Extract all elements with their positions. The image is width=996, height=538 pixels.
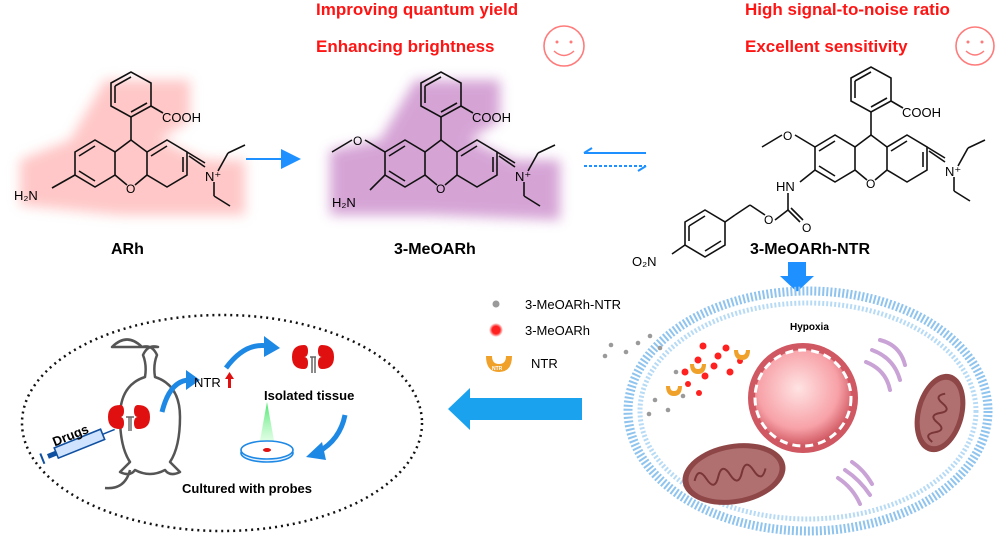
endoplasmic-reticulum [836,338,907,506]
ntr-up-label: NTR [194,375,221,390]
meoarh-o: O [436,182,445,196]
meoarh-methoxy-o: O [353,134,362,148]
arh-nplus: N⁺ [205,169,221,184]
svg-text:NTR: NTR [492,366,503,372]
arh-glow [20,80,245,215]
meoarh-glow [330,80,560,220]
mouse-icon [104,338,182,490]
petri-dish-icon [240,440,294,463]
arh-amine: H₂N [14,188,38,203]
arh-o: O [126,182,135,196]
isolated-kidney-icon [292,345,334,373]
probe-dot-icon [492,300,500,308]
hypoxic-cell: Hypoxia [602,286,993,536]
molecule-arh: COOH O H₂N N⁺ ARh [14,71,246,258]
ntr-label: 3-MeOARh-NTR [750,241,870,258]
mitochondrion-right [914,373,966,453]
cultured-label: Cultured with probes [182,481,312,496]
molecule-meoarh-ntr: COOH O O HN O O N⁺ O₂N 3-MeOARh-NTR [632,66,986,269]
ntr-carbamate-o: O [764,213,773,227]
ntr-enzymes [666,350,750,396]
arrow-down-to-cell [780,262,814,292]
hypoxia-label: Hypoxia [790,322,829,333]
arh-label: ARh [111,241,144,258]
in-vivo-panel: Drugs NTR Isolated tissue Cultured with … [20,313,424,533]
smiley-icon [543,25,585,67]
ntr-enzyme-icon: NTR [486,356,512,372]
headline-quantum-yield: Improving quantum yield [316,0,518,19]
arrow-ntr-to-tissue [223,342,269,370]
up-arrow-icon [225,372,234,388]
product-dots [681,342,743,396]
headline-snr: High signal-to-noise ratio [745,0,950,19]
dotted-ellipse [20,313,424,533]
ntr-hn: HN [776,179,795,194]
meoarh-label: 3-MeOARh [394,241,476,258]
headline-sensitivity: Excellent sensitivity [745,37,908,56]
product-dot-icon [489,323,503,337]
arrow-cell-to-invivo [448,388,582,430]
meoarh-nplus: N⁺ [515,169,531,184]
probe-dots [602,333,686,417]
smiley-icon [955,26,995,66]
ntr-cooh: COOH [902,105,941,120]
ntr-nitro: O₂N [632,254,657,269]
meoarh-cooh: COOH [472,110,511,125]
ntr-carbonyl-o: O [802,221,811,235]
legend: 3-MeOARh-NTR 3-MeOARh NTR NTR [486,297,621,372]
legend-probe: 3-MeOARh-NTR [525,297,621,312]
ntr-o: O [866,177,875,191]
mitochondrion-bottom [682,443,786,505]
isolated-tissue-label: Isolated tissue [264,388,354,403]
kidney-icon [108,405,150,431]
arh-cooh: COOH [162,110,201,125]
laser-beam [259,402,275,446]
molecule-meoarh: COOH O O H₂N N⁺ 3-MeOARh [330,71,560,258]
syringe-icon [39,428,115,465]
meoarh-amine: H₂N [332,195,356,210]
equilibrium-arrows [583,147,647,172]
ntr-methoxy-o: O [783,129,792,143]
legend-product: 3-MeOARh [525,323,590,338]
headline-brightness: Enhancing brightness [316,37,495,56]
legend-enzyme: NTR [531,356,558,371]
ntr-nplus: N⁺ [945,164,961,179]
